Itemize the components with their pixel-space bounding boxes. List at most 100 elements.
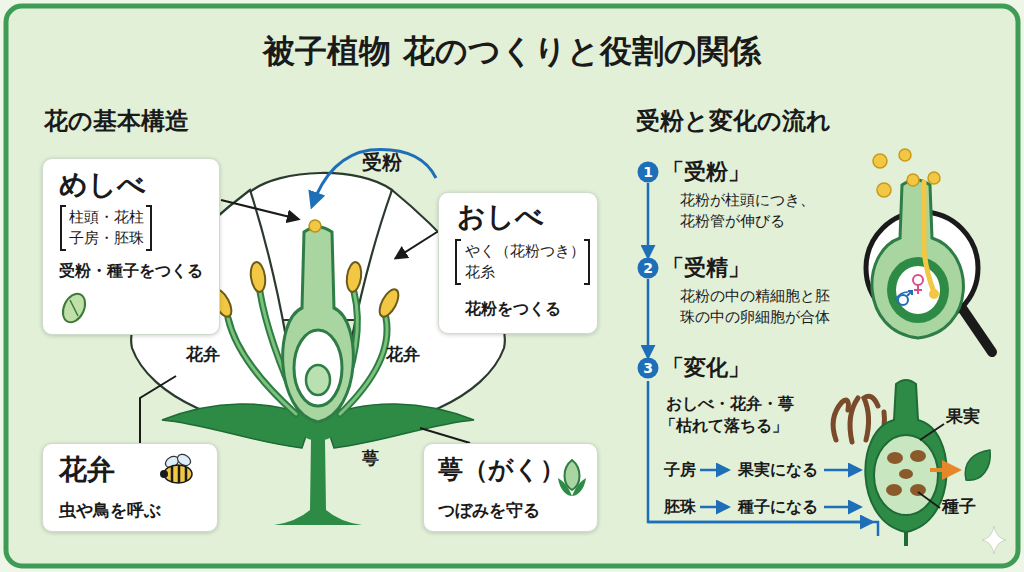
flow-line	[700, 506, 728, 509]
part-label: 花弁	[186, 344, 220, 365]
step-text: おしべ・花弁・萼	[666, 394, 794, 414]
flow-line	[700, 469, 728, 472]
part-card: めしべ柱頭・花柱 子房・胚珠受粉・種子をつくる	[42, 158, 220, 335]
pollen-grain	[899, 149, 911, 161]
stamen	[228, 318, 296, 414]
flow-line	[824, 506, 860, 509]
magnifier	[924, 182, 934, 292]
male-symbol	[898, 291, 912, 305]
pollen-grain	[877, 183, 891, 197]
stamen	[340, 318, 387, 414]
stamen	[260, 292, 300, 410]
magnifier	[929, 289, 939, 299]
part-card: おしべやく（花粉つき） 花糸花粉をつくる	[438, 192, 598, 334]
stamen	[228, 318, 296, 414]
pollen	[309, 220, 321, 232]
withered-parts	[833, 400, 848, 440]
pollen-grain	[873, 149, 940, 197]
part-label: 果実	[946, 406, 980, 427]
flow-line	[648, 381, 878, 536]
title: 被子植物 花のつくりと役割の関係	[0, 30, 1024, 74]
fruit	[899, 469, 913, 479]
fruit	[887, 452, 903, 464]
fruit	[904, 532, 908, 546]
node-text: つぼみを守る	[438, 500, 540, 521]
magnifier	[866, 180, 992, 352]
petal	[250, 173, 392, 320]
stamen	[340, 318, 387, 414]
flow-arrow	[647, 279, 650, 357]
stamen	[336, 292, 357, 410]
fruit	[865, 380, 946, 546]
ovule	[306, 365, 330, 395]
pollen-grain	[873, 154, 887, 168]
receptacle	[280, 410, 356, 441]
fruit	[865, 380, 946, 532]
circle-fill	[638, 162, 659, 183]
part-card: 萼（がく） つぼみを守る	[423, 443, 598, 532]
part-label: 受粉	[362, 150, 402, 175]
node-text: 受粉・種子をつくる	[59, 261, 203, 281]
stamen	[260, 292, 300, 410]
node-heading: おしべ	[457, 199, 544, 234]
step-number: 3	[637, 357, 659, 379]
step-number: 1	[637, 161, 659, 183]
step-text: 花粉の中の精細胞と胚珠の中の卵細胞が合体	[680, 286, 832, 328]
magnifier	[866, 212, 978, 324]
anther	[249, 261, 267, 293]
pollination-arrow	[312, 150, 436, 206]
part-label: 種子	[942, 496, 976, 517]
sepal	[324, 404, 474, 448]
step-title: 「受粉」	[662, 158, 750, 186]
leader-line	[396, 232, 437, 258]
node-heading: 花弁	[59, 452, 115, 487]
magnifier	[895, 292, 908, 300]
step-number: 2	[637, 257, 659, 279]
magnifier	[887, 257, 949, 323]
withered-parts	[850, 398, 858, 442]
node-heading: 萼（がく）	[438, 454, 565, 485]
part-card: 花弁虫や鳥を呼ぶ	[42, 443, 218, 532]
magnifier	[872, 180, 963, 338]
leader-line	[221, 200, 298, 219]
pollen-grain	[907, 174, 919, 186]
leader-line	[918, 424, 944, 508]
node-text: 虫や鳥を呼ぶ	[59, 500, 161, 521]
stem	[274, 440, 362, 525]
seed	[965, 450, 990, 480]
pollen-grain	[928, 172, 940, 184]
female-symbol	[913, 275, 923, 285]
part-label: 萼	[362, 448, 379, 469]
node-heading: 3	[637, 357, 659, 379]
circle-fill	[638, 358, 659, 379]
anther	[209, 261, 402, 319]
pistil	[283, 227, 354, 422]
node-text: やく（花粉つき） 花糸	[465, 241, 591, 283]
part-label: 花弁	[386, 344, 420, 365]
fruit	[874, 435, 938, 515]
fruit	[910, 450, 926, 462]
fruit	[910, 484, 926, 496]
flow-line	[648, 381, 878, 536]
leader-line	[920, 424, 944, 440]
node-heading: めしべ	[59, 167, 146, 202]
flow-term: 果実になる	[738, 460, 818, 480]
stamen	[228, 292, 387, 414]
ovary-chamber	[294, 330, 342, 406]
node-heading: 1	[637, 161, 659, 183]
magnifier	[896, 266, 940, 314]
section-heading: 受粉と変化の流れ	[636, 106, 831, 136]
flow-line	[824, 469, 860, 472]
frame	[6, 6, 1018, 566]
stamen	[336, 292, 357, 410]
female-symbol	[914, 285, 922, 294]
leader-line	[918, 492, 940, 508]
step-text: 花粉が柱頭につき、花粉管が伸びる	[680, 190, 820, 232]
male-symbol	[907, 291, 912, 296]
circle-fill	[638, 258, 659, 279]
flow-term: 種子になる	[738, 497, 818, 517]
flow-arrow	[648, 521, 872, 524]
node-text: 柱頭・花柱 子房・胚珠	[69, 207, 153, 249]
sparkle	[982, 526, 1006, 554]
